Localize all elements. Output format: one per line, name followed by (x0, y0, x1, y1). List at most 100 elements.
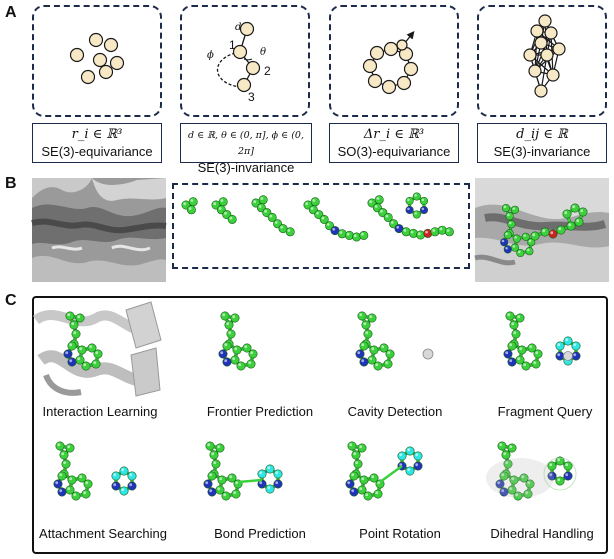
atom (352, 451, 360, 459)
atom-shine (209, 473, 212, 476)
atom-shine (207, 443, 210, 446)
atom (564, 472, 572, 480)
atom (508, 444, 516, 452)
atom (56, 442, 64, 450)
atom-shine (529, 345, 532, 348)
atom (68, 358, 76, 366)
atom-shine (259, 471, 262, 474)
atom (76, 314, 84, 322)
atom-shine (369, 357, 372, 360)
atom (364, 330, 372, 338)
atom (68, 476, 76, 484)
atom-shine (73, 331, 76, 334)
atom-shine (519, 347, 522, 350)
atom (504, 350, 512, 358)
atom-shine (375, 363, 378, 366)
cavity-point (564, 352, 573, 361)
atom (208, 488, 216, 496)
atom-shine (375, 491, 378, 494)
atom-shine (533, 361, 536, 364)
atom-shine (509, 359, 512, 362)
atom-shine (535, 351, 538, 354)
atom (233, 346, 241, 354)
atom (227, 330, 235, 338)
atom (64, 350, 72, 358)
atom (78, 346, 86, 354)
atom (354, 460, 362, 468)
step-label-frontier-prediction: Frontier Prediction (195, 404, 325, 419)
atom (518, 346, 526, 354)
ligand-core (504, 312, 542, 370)
atom (128, 482, 136, 490)
atom-shine (361, 343, 364, 346)
atom-shine (377, 481, 380, 484)
atom-shine (415, 463, 418, 466)
atom (225, 321, 233, 329)
atom (508, 358, 516, 366)
atom-shine (557, 478, 560, 481)
atom-shine (67, 313, 70, 316)
atom-shine (509, 343, 512, 346)
atom (346, 480, 354, 488)
atom-shine (61, 452, 64, 455)
atom-shine (220, 351, 223, 354)
atom-shine (359, 445, 362, 448)
atom-shine (259, 481, 262, 484)
atom-shine (250, 351, 253, 354)
atom (398, 452, 406, 460)
atom (58, 472, 66, 480)
atom-shine (371, 475, 374, 478)
atom (92, 360, 100, 368)
atom-shine (205, 481, 208, 484)
atom-shine (228, 331, 231, 334)
atom (82, 490, 90, 498)
atom (498, 442, 506, 450)
atom-shine (77, 315, 80, 318)
atom (572, 342, 580, 350)
ligand-core (54, 442, 92, 500)
atom (368, 314, 376, 322)
atom-shine (369, 315, 372, 318)
atom-shine (59, 489, 62, 492)
atom-shine (129, 473, 132, 476)
fragment-query (556, 337, 580, 365)
atom-shine (89, 345, 92, 348)
atom (274, 470, 282, 478)
atom (556, 477, 564, 485)
atom (348, 442, 356, 450)
atom (210, 451, 218, 459)
atom (360, 476, 368, 484)
atom (84, 480, 92, 488)
atom-shine (113, 483, 116, 486)
atom-shine (565, 473, 568, 476)
step-label-fragment-query: Fragment Query (485, 404, 605, 419)
atom-shine (359, 313, 362, 316)
atom-shine (557, 353, 560, 356)
atom-shine (224, 343, 227, 346)
atom-shine (381, 345, 384, 348)
atom-shine (365, 493, 368, 496)
atom-shine (69, 359, 72, 362)
atom-shine (415, 453, 418, 456)
atom (358, 486, 366, 494)
atom-shine (217, 445, 220, 448)
atom-shine (407, 468, 410, 471)
atom (386, 350, 394, 358)
atom-shine (129, 483, 132, 486)
atom-shine (211, 452, 214, 455)
atom (66, 486, 74, 494)
atom (406, 467, 414, 475)
atom-shine (233, 491, 236, 494)
atom-shine (573, 353, 576, 356)
atom (266, 485, 274, 493)
ligand-core (204, 442, 242, 500)
ligand-core (219, 312, 257, 370)
atom (249, 350, 257, 358)
step-label-interaction-learning: Interaction Learning (40, 404, 160, 419)
cavity-point (423, 349, 433, 359)
atom (208, 472, 216, 480)
atom-shine (219, 477, 222, 480)
atom (360, 358, 368, 366)
atom (510, 321, 518, 329)
